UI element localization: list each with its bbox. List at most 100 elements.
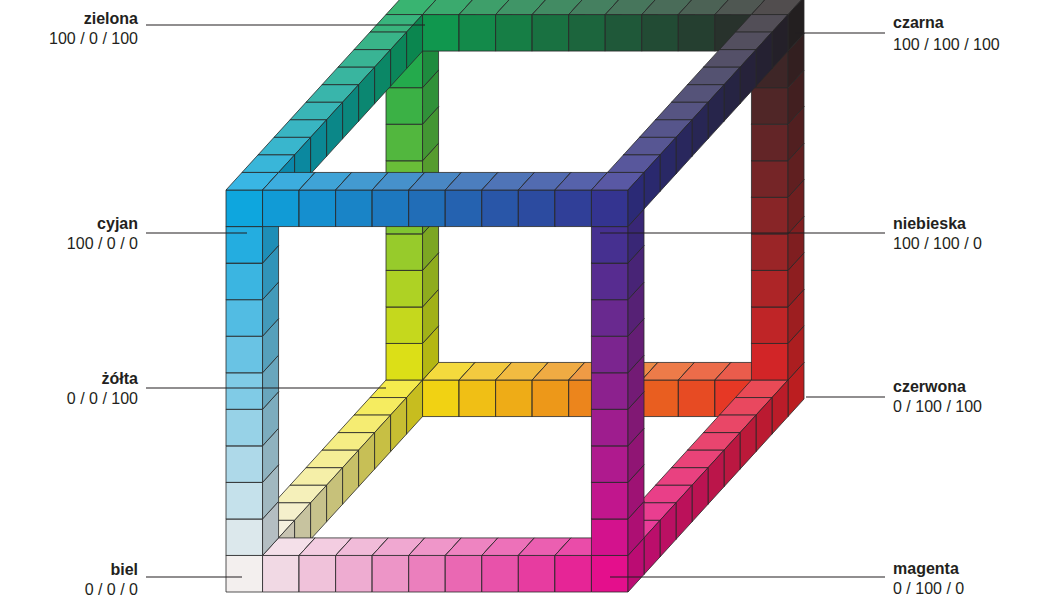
cell-front-face bbox=[445, 190, 482, 227]
cell-front-face bbox=[336, 190, 373, 227]
cmy-value: 0 / 100 / 0 bbox=[893, 579, 964, 599]
cmy-value: 0 / 0 / 100 bbox=[67, 389, 138, 409]
color-name: żółta bbox=[102, 369, 138, 389]
cell-front-face bbox=[751, 124, 788, 161]
cell-side-face bbox=[359, 67, 375, 121]
cell-front-face bbox=[751, 307, 788, 344]
cell-front-face bbox=[226, 190, 263, 227]
cell-front-face bbox=[591, 300, 628, 337]
cell-side-face bbox=[375, 50, 391, 104]
cell-front-face bbox=[372, 190, 409, 227]
cell-front-face bbox=[386, 88, 423, 125]
cell-front-face bbox=[591, 227, 628, 264]
cell-front-face bbox=[751, 88, 788, 125]
cell-front-face bbox=[372, 555, 409, 592]
cmy-value: 100 / 0 / 100 bbox=[49, 29, 138, 49]
cmy-value: 100 / 100 / 100 bbox=[893, 35, 1000, 55]
cell-front-face bbox=[263, 555, 300, 592]
cell-side-face bbox=[391, 32, 407, 86]
cell-side-face bbox=[327, 468, 343, 522]
cell-front-face bbox=[386, 270, 423, 307]
cell-front-face bbox=[226, 227, 263, 264]
cell-side-face bbox=[740, 50, 756, 104]
cell-side-face bbox=[311, 485, 327, 539]
cell-side-face bbox=[628, 172, 644, 226]
cell-side-face bbox=[391, 398, 407, 452]
cell-side-face bbox=[692, 102, 708, 156]
cell-side-face bbox=[311, 120, 327, 174]
cell-front-face bbox=[591, 446, 628, 483]
cell-front-face bbox=[226, 336, 263, 373]
cell-front-face bbox=[678, 380, 715, 417]
color-name: niebieska bbox=[893, 214, 966, 234]
color-name: zielona bbox=[84, 9, 138, 29]
cell-front-face bbox=[591, 263, 628, 300]
cell-side-face bbox=[756, 398, 772, 452]
cell-side-face bbox=[407, 15, 423, 69]
cell-side-face bbox=[676, 120, 692, 174]
cell-front-face bbox=[459, 15, 496, 52]
cell-front-face bbox=[751, 161, 788, 198]
cell-side-face bbox=[740, 415, 756, 469]
cell-front-face bbox=[591, 482, 628, 519]
cell-front-face bbox=[591, 190, 628, 227]
cell-front-face bbox=[555, 555, 592, 592]
cell-front-face bbox=[423, 380, 460, 417]
cell-side-face bbox=[644, 155, 660, 209]
leader-line bbox=[795, 32, 885, 33]
cell-side-face bbox=[676, 485, 692, 539]
cell-front-face bbox=[226, 263, 263, 300]
color-name: magenta bbox=[893, 559, 959, 579]
cell-side-face bbox=[343, 85, 359, 139]
cell-side-face bbox=[708, 450, 724, 504]
cell-side-face bbox=[644, 520, 660, 574]
cell-front-face bbox=[591, 373, 628, 410]
color-name: biel bbox=[110, 560, 138, 580]
cell-front-face bbox=[496, 380, 533, 417]
cell-side-face bbox=[724, 67, 740, 121]
cell-side-face bbox=[772, 380, 788, 434]
cell-front-face bbox=[642, 380, 679, 417]
cell-front-face bbox=[518, 555, 555, 592]
cell-front-face bbox=[751, 234, 788, 271]
cell-front-face bbox=[751, 343, 788, 380]
cell-front-face bbox=[482, 190, 519, 227]
cell-front-face bbox=[226, 373, 263, 410]
cell-front-face bbox=[445, 555, 482, 592]
cell-front-face bbox=[336, 555, 373, 592]
cell-front-face bbox=[496, 15, 533, 52]
leader-line bbox=[146, 232, 247, 233]
cell-front-face bbox=[555, 190, 592, 227]
color-name: czarna bbox=[893, 13, 944, 33]
cell-front-face bbox=[386, 124, 423, 161]
cell-side-face bbox=[343, 450, 359, 504]
cell-side-face bbox=[772, 15, 788, 69]
cell-side-face bbox=[708, 85, 724, 139]
cell-front-face bbox=[299, 190, 336, 227]
cell-side-face bbox=[375, 415, 391, 469]
cell-side-face bbox=[359, 433, 375, 487]
cell-side-face bbox=[660, 137, 676, 191]
cell-front-face bbox=[226, 555, 263, 592]
cell-front-face bbox=[591, 409, 628, 446]
cell-side-face bbox=[692, 468, 708, 522]
cell-front-face bbox=[409, 555, 446, 592]
cell-front-face bbox=[226, 300, 263, 337]
cell-front-face bbox=[605, 15, 642, 52]
cell-side-face bbox=[788, 0, 804, 51]
cell-front-face bbox=[226, 446, 263, 483]
leader-line bbox=[146, 387, 386, 388]
cell-side-face bbox=[724, 433, 740, 487]
cmy-value: 0 / 0 / 0 bbox=[85, 580, 138, 600]
cell-front-face bbox=[299, 555, 336, 592]
cell-front-face bbox=[423, 15, 460, 52]
cell-front-face bbox=[642, 15, 679, 52]
cell-side-face bbox=[327, 102, 343, 156]
cell-front-face bbox=[226, 409, 263, 446]
cell-front-face bbox=[591, 555, 628, 592]
leader-line bbox=[600, 232, 885, 233]
cell-front-face bbox=[591, 336, 628, 373]
cell-front-face bbox=[226, 519, 263, 556]
